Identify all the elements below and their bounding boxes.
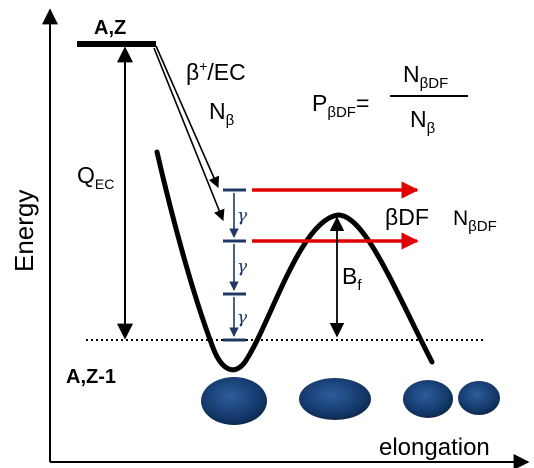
gamma-label-1: γ	[237, 206, 248, 226]
nucleus-shapes	[201, 377, 500, 425]
decay-mode-label: β+/EC	[186, 58, 246, 85]
x-axis-label: elongation	[379, 434, 490, 461]
excited-levels	[223, 188, 246, 342]
n-beta-label: Nβ	[209, 98, 235, 129]
parent-nucleus-label: A,Z	[94, 17, 126, 39]
decay-arrow-1	[155, 45, 220, 189]
qec-label: QEC	[77, 162, 114, 192]
axes	[42, 8, 530, 468]
probability-formula: PβDF= NβDF Nβ	[312, 61, 468, 137]
n-bdf-label: NβDF	[453, 207, 497, 235]
y-axis-label: Energy	[9, 190, 39, 272]
barrier-label: Bf	[342, 263, 362, 294]
decay-arrow-2	[153, 47, 225, 222]
fission-label: βDF	[385, 204, 429, 230]
gamma-label-2: γ	[237, 257, 248, 277]
daughter-nucleus-label: A,Z-1	[66, 366, 116, 388]
fragment-1	[403, 380, 453, 418]
fragment-2	[458, 381, 500, 415]
potential-energy-curve	[154, 149, 435, 373]
gamma-label-3: γ	[237, 308, 248, 328]
nucleus-deformed	[299, 378, 371, 420]
probability-numerator: NβDF	[403, 61, 448, 92]
probability-denominator: Nβ	[410, 106, 436, 137]
nucleus-spherical	[201, 377, 267, 425]
probability-lhs: PβDF=	[312, 90, 369, 121]
